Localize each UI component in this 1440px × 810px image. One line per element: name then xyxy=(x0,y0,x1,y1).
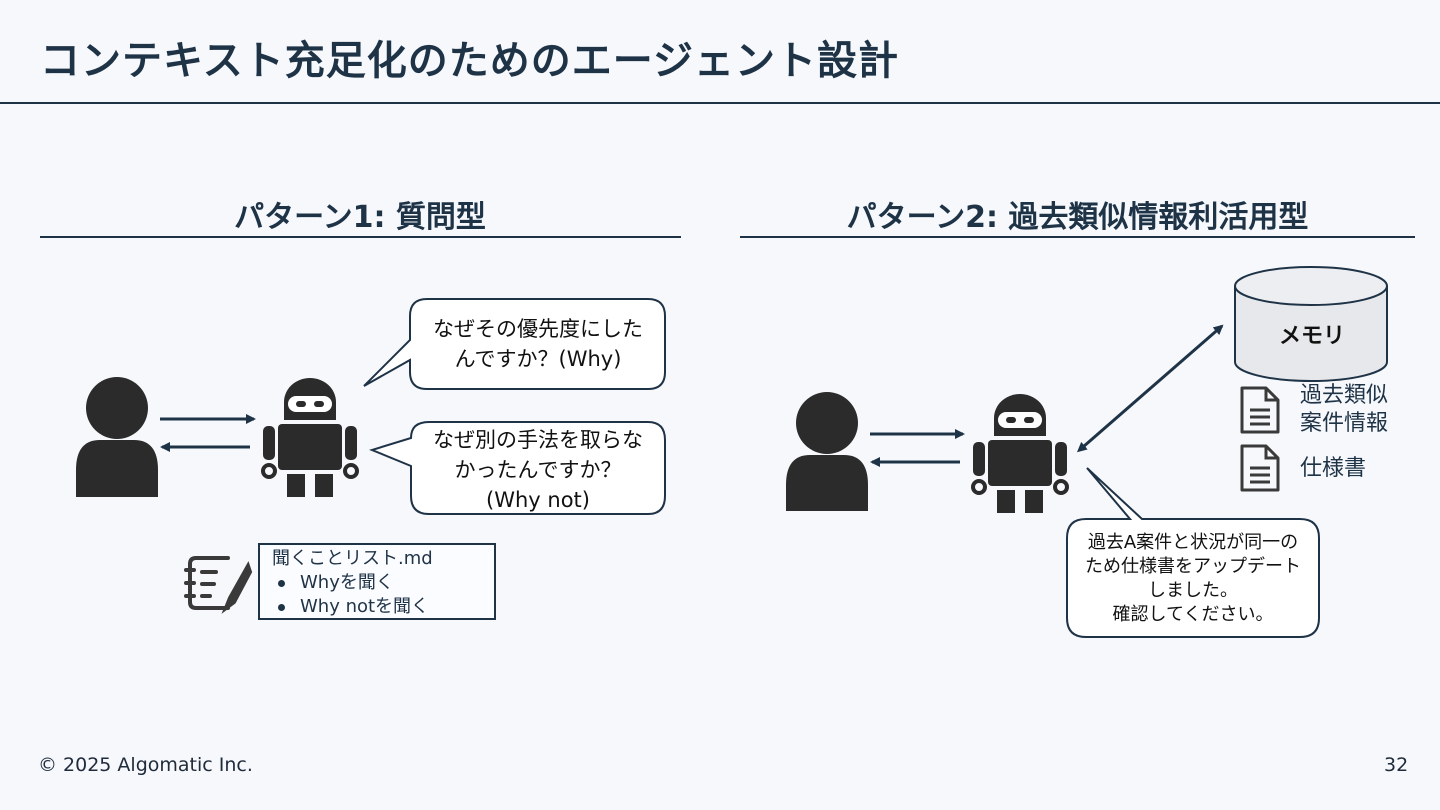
bubble-update-text: 過去A案件と状況が同一の ため仕様書をアップデート しました。 確認してください… xyxy=(1067,531,1319,627)
note-title: 聞くことリスト.md xyxy=(272,548,433,569)
pattern2-divider xyxy=(740,236,1415,238)
document-icon-past-cases xyxy=(1240,386,1280,434)
robot-icon xyxy=(261,378,359,497)
spec-label: 仕様書 xyxy=(1300,456,1367,481)
pattern1-heading: パターン1: 質問型 xyxy=(234,200,486,235)
bubble-why-not-line: (Why not) xyxy=(486,488,590,512)
bubble-why-not-text: なぜ別の手法を取らな かったんですか？ (Why not) xyxy=(412,425,664,515)
notepad-icon xyxy=(184,556,253,614)
speech-bubble-why xyxy=(363,298,666,390)
bubble-why-not-line: かったんですか？ xyxy=(454,458,622,482)
past-cases-label: 過去類似 案件情報 xyxy=(1300,382,1388,438)
person-icon xyxy=(76,377,158,497)
title-divider xyxy=(0,102,1440,104)
bubble-why-line: なぜその優先度にした xyxy=(433,317,643,341)
bubble-update-line: 過去A案件と状況が同一の xyxy=(1087,532,1299,553)
note-list: Whyを聞く Why notを聞く xyxy=(272,571,482,619)
memory-label: メモリ xyxy=(1278,324,1345,349)
page-title: コンテキスト充足化のためのエージェント設計 xyxy=(40,38,899,84)
bubble-update-line: ため仕様書をアップデート xyxy=(1085,556,1301,577)
speech-bubble-update xyxy=(1066,467,1320,638)
pattern2-heading: パターン2: 過去類似情報利活用型 xyxy=(846,200,1309,235)
bubble-why-text: なぜその優先度にした んですか？(Why) xyxy=(412,314,664,374)
speech-bubble-why-not xyxy=(369,421,666,515)
pattern1-divider xyxy=(40,236,681,238)
memory-database-icon xyxy=(1234,266,1388,382)
bubble-update-line: 確認してください。 xyxy=(1112,604,1274,625)
robot-icon-2 xyxy=(971,394,1069,513)
question-list-note: 聞くことリスト.md Whyを聞く Why notを聞く xyxy=(258,543,496,620)
memory-access-arrow xyxy=(1076,324,1224,453)
copyright: © 2025 Algomatic Inc. xyxy=(38,754,253,776)
bubble-why-line: んですか？(Why) xyxy=(454,347,622,371)
document-icon-spec xyxy=(1240,444,1280,492)
page-number: 32 xyxy=(1384,754,1409,776)
person-icon-2 xyxy=(786,392,868,511)
bubble-why-not-line: なぜ別の手法を取らな xyxy=(433,428,643,452)
past-cases-line: 過去類似 xyxy=(1300,383,1389,408)
note-item: Why notを聞く xyxy=(272,595,482,619)
note-item: Whyを聞く xyxy=(272,571,482,595)
past-cases-line: 案件情報 xyxy=(1300,411,1389,436)
bubble-update-line: しました。 xyxy=(1148,580,1238,601)
